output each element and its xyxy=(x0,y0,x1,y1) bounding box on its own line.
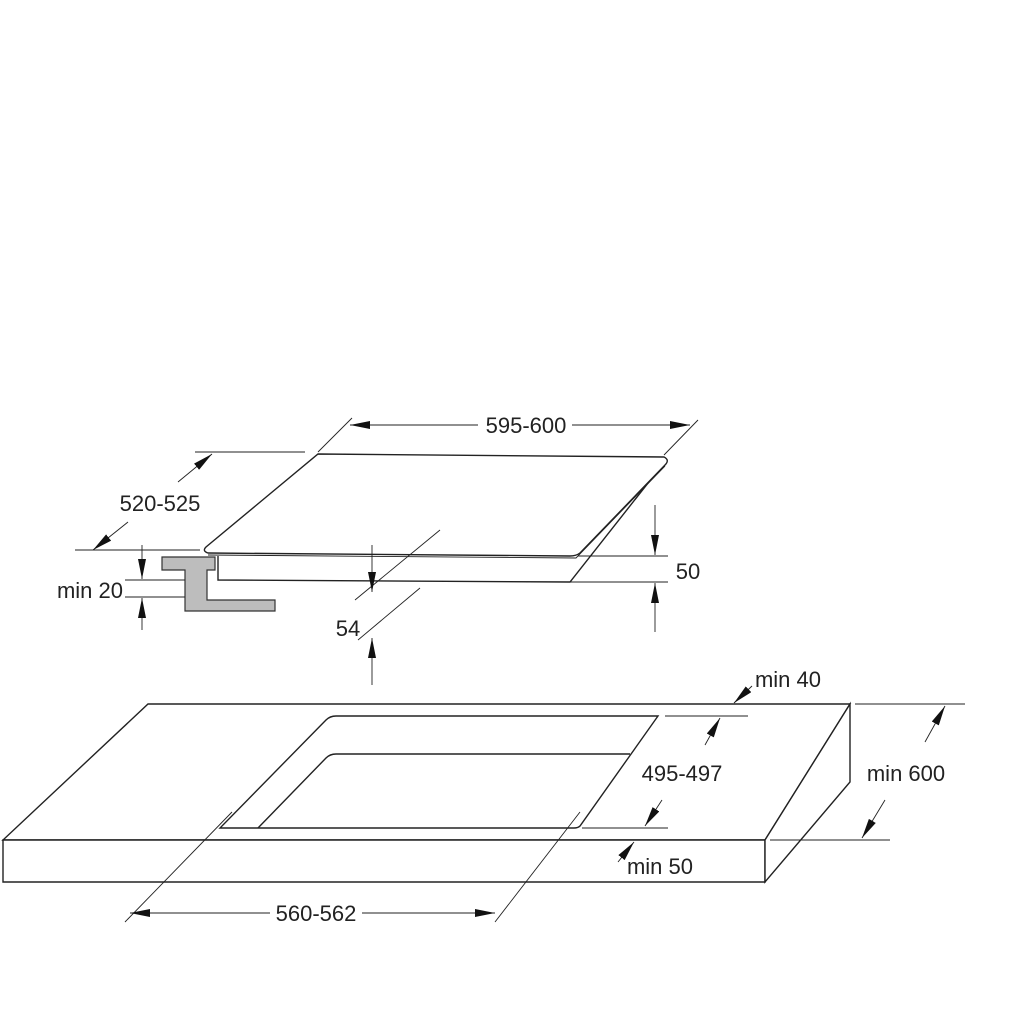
cutout xyxy=(218,715,660,829)
clearance-label: 54 xyxy=(336,616,360,641)
hob-depth-label: 520-525 xyxy=(120,491,201,516)
dimension-back-margin: min 40 xyxy=(733,667,821,704)
hob-width-label: 595-600 xyxy=(486,413,567,438)
dimension-hob-depth: 520-525 xyxy=(75,451,305,551)
dimension-bracket: min 20 xyxy=(57,545,185,630)
dimension-worktop-depth: min 600 xyxy=(770,703,965,841)
worktop-bracket xyxy=(161,556,276,612)
dimension-cutout-depth: 495-497 xyxy=(582,715,748,829)
dimension-front-margin: min 50 xyxy=(617,841,693,879)
hob-height-label: 50 xyxy=(676,559,700,584)
cutout-depth-label: 495-497 xyxy=(642,761,723,786)
hob-glass-top xyxy=(203,453,668,557)
cutout-width-label: 560-562 xyxy=(276,901,357,926)
hob xyxy=(203,453,668,583)
dimension-hob-height: 50 xyxy=(570,505,700,632)
dimension-hob-width: 595-600 xyxy=(317,413,699,456)
dimension-cutout-width: 560-562 xyxy=(124,811,581,926)
worktop-side xyxy=(764,701,851,884)
front-margin-label: min 50 xyxy=(627,854,693,879)
back-margin-label: min 40 xyxy=(755,667,821,692)
dimension-clearance: 54 xyxy=(336,529,441,685)
worktop-depth-label: min 600 xyxy=(867,761,945,786)
bracket-label: min 20 xyxy=(57,578,123,603)
worktop xyxy=(1,701,852,884)
